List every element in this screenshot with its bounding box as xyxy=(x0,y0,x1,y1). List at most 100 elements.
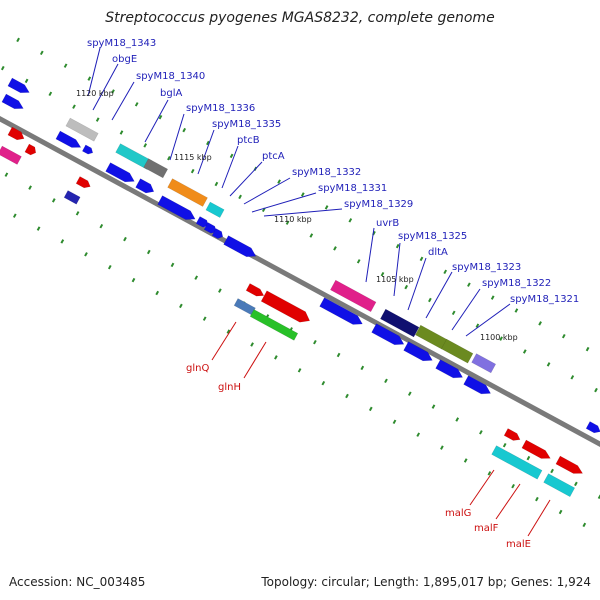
track-dot xyxy=(502,442,507,448)
track-dot xyxy=(238,194,242,200)
gene-arrow xyxy=(81,144,94,155)
gene-arrow xyxy=(521,439,551,459)
track-dot xyxy=(368,406,373,412)
track-dot xyxy=(511,483,515,489)
features xyxy=(0,77,600,498)
track-dot xyxy=(345,393,349,399)
gene-block xyxy=(543,473,576,498)
track-dot xyxy=(490,295,495,300)
track-dot xyxy=(585,346,590,352)
gene-arrow xyxy=(135,178,155,194)
track-dot xyxy=(48,91,53,97)
track-dot xyxy=(487,471,492,476)
label-leader-line xyxy=(169,113,185,161)
track-dot xyxy=(475,323,480,328)
track-dot xyxy=(229,153,234,159)
label-leader-line xyxy=(197,129,215,175)
gene-label-spym18-1331: spyM18_1331 xyxy=(318,183,387,194)
gene-block xyxy=(205,201,225,218)
gene-block xyxy=(0,145,22,165)
track-dot xyxy=(384,378,388,384)
track-dot xyxy=(4,172,9,177)
tick-label-1105: 1105 kbp xyxy=(376,275,414,284)
gene-label-spym18-1343: spyM18_1343 xyxy=(87,38,156,49)
track-dot xyxy=(313,339,317,345)
track-dot xyxy=(561,333,566,339)
track-dot xyxy=(395,243,400,249)
track-dot xyxy=(285,220,290,225)
track-dot xyxy=(526,455,531,461)
track-dot xyxy=(190,168,195,174)
track-dot xyxy=(167,155,171,161)
track-dot xyxy=(63,63,68,68)
track-dot xyxy=(87,76,92,81)
label-leader-line xyxy=(111,81,135,121)
gene-block xyxy=(115,143,153,170)
gene-arrow xyxy=(24,143,37,156)
track-dots xyxy=(0,37,600,528)
track-dot xyxy=(324,205,329,210)
track-dot xyxy=(463,458,468,463)
track-dot xyxy=(170,262,175,268)
track-dot xyxy=(194,275,199,280)
track-dot xyxy=(309,233,314,238)
track-dot xyxy=(155,290,160,296)
track-dot xyxy=(95,117,100,122)
track-dot xyxy=(107,264,112,270)
gene-label-ptca: ptcA xyxy=(262,151,285,162)
track-dot xyxy=(380,271,385,277)
track-dot xyxy=(431,404,436,409)
gene-arrow xyxy=(463,375,492,395)
gene-arrow xyxy=(55,130,82,148)
gene-block xyxy=(471,353,497,374)
label-leader-line xyxy=(365,227,375,283)
label-leader-line xyxy=(221,145,239,189)
track-dot xyxy=(479,430,483,435)
gene-label-spym18-1329: spyM18_1329 xyxy=(344,199,413,210)
track-dot xyxy=(16,37,20,43)
track-dot xyxy=(416,432,421,437)
track-dot xyxy=(297,368,302,373)
gene-arrow xyxy=(157,195,196,220)
label-leader-line xyxy=(92,63,119,111)
gene-label-glnh: glnH xyxy=(218,382,241,393)
track-dot xyxy=(443,269,448,275)
track-dot xyxy=(594,387,598,393)
gene-label-ptcb: ptcB xyxy=(237,135,260,146)
track-dot xyxy=(356,259,361,264)
track-dot xyxy=(123,236,127,242)
track-dot xyxy=(582,522,587,528)
track-dot xyxy=(348,218,353,223)
gene-label-spym18-1336: spyM18_1336 xyxy=(186,103,255,114)
track-dot xyxy=(111,89,115,94)
track-dot xyxy=(419,256,424,262)
gene-label-glnq: glnQ xyxy=(186,363,209,374)
track-dot xyxy=(274,355,278,360)
gene-arrow xyxy=(403,341,433,362)
gene-block xyxy=(249,309,299,341)
label-leader-line xyxy=(243,177,291,205)
genome-summary-text: Topology: circular; Length: 1,895,017 bp… xyxy=(260,575,591,589)
label-leaders xyxy=(87,47,551,537)
gene-label-male: malE xyxy=(506,539,531,550)
track-dot xyxy=(75,211,80,216)
track-dot xyxy=(39,50,44,56)
label-leader-line xyxy=(144,99,169,143)
track-dot xyxy=(550,468,554,474)
track-dot xyxy=(214,181,219,187)
track-dot xyxy=(218,288,222,293)
gene-label-malg: malG xyxy=(445,508,471,519)
track-dot xyxy=(28,185,32,190)
track-dot xyxy=(12,213,17,218)
track-dot xyxy=(99,223,104,229)
track-dot xyxy=(158,114,163,120)
gene-arrow xyxy=(555,455,584,474)
gene-label-spym18-1335: spyM18_1335 xyxy=(212,119,281,130)
track-dot xyxy=(143,143,148,148)
label-leader-line xyxy=(251,192,317,213)
track-dot xyxy=(277,179,281,184)
gene-block xyxy=(143,158,169,179)
gene-arrow xyxy=(7,126,25,141)
tick-label-1110: 1110 kbp xyxy=(274,215,312,224)
